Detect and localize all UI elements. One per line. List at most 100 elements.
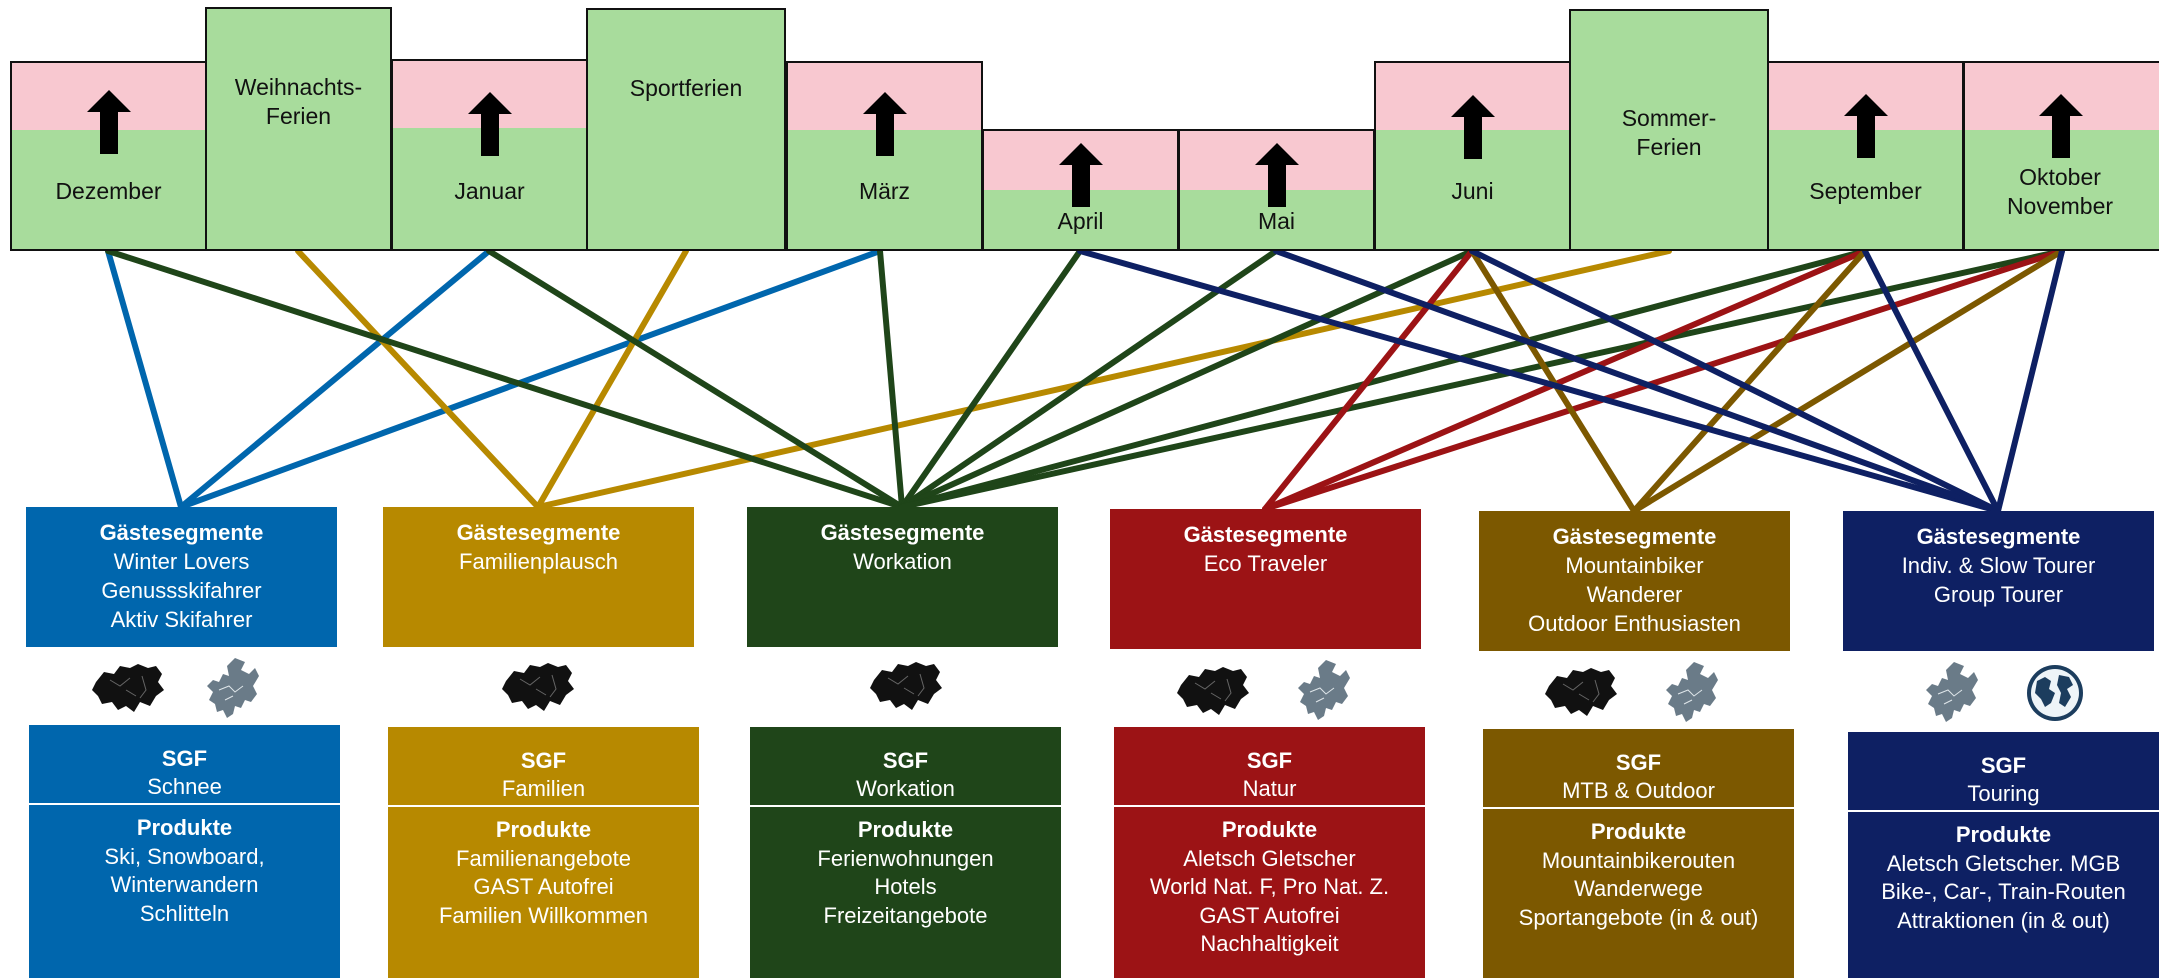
month-label: April <box>1057 208 1104 234</box>
product-item: Ferienwohnungen <box>817 845 994 871</box>
globe-icon <box>2027 665 2083 721</box>
products-heading: Produkte <box>1590 819 1687 844</box>
month-box-dezember: Dezember <box>10 61 207 251</box>
connection-line-september-touring <box>1862 248 2001 514</box>
segment-item: Mountainbiker <box>1565 553 1704 578</box>
month-label: Dezember <box>55 178 162 204</box>
month-box-oktober-november: Oktober November <box>1963 61 2159 251</box>
connection-line-mai-workation <box>899 248 1279 510</box>
connection-line-juni-outdoor <box>1469 248 1637 514</box>
connection-line-dezember-winter <box>105 248 184 510</box>
product-item: Familienangebote <box>456 845 631 871</box>
arrow-up-icon <box>1254 143 1299 207</box>
sgf-heading: SGF <box>520 748 567 773</box>
segment-heading: Gästesegmente <box>1552 524 1717 549</box>
sgf-name: Familien <box>501 776 586 801</box>
sgf-heading: SGF <box>1615 750 1662 775</box>
switzerland-map-icon <box>870 662 942 710</box>
connection-line-oktober-november-outdoor <box>1631 248 2065 514</box>
connection-line-sportferien-familien <box>535 248 689 510</box>
segment-box-outdoor: Gästesegmente Mountainbiker Wanderer Out… <box>1479 511 1790 651</box>
sgf-box-touring: SGF Touring Produkte Aletsch Gletscher. … <box>1848 732 2159 978</box>
segment-item: Outdoor Enthusiasten <box>1528 611 1741 636</box>
sgf-heading: SGF <box>1246 748 1293 773</box>
sgf-name: Workation <box>856 776 955 801</box>
arrow-up-icon <box>2039 94 2083 158</box>
month-box-april: April <box>982 129 1179 251</box>
connection-line-september-outdoor <box>1631 248 1868 514</box>
month-box-mai: Mai <box>1178 129 1375 251</box>
europe-map-icon <box>1926 662 1978 722</box>
sgf-name: Schnee <box>147 774 222 799</box>
connection-line-dezember-workation <box>105 248 905 510</box>
month-box-januar: Januar <box>391 59 588 251</box>
products-heading: Produkte <box>1955 822 2052 847</box>
segment-box-eco: Gästesegmente Eco Traveler <box>1110 509 1421 649</box>
connection-line-mai-touring <box>1273 248 2001 514</box>
products-heading: Produkte <box>1221 817 1318 842</box>
products-heading: Produkte <box>857 817 954 842</box>
switzerland-map-icon <box>92 664 164 712</box>
connection-line-oktober-november-workation <box>899 248 2065 510</box>
connection-line-maerz-workation <box>877 248 905 510</box>
month-label: Mai <box>1257 208 1296 234</box>
product-item: Familien Willkommen <box>438 902 649 928</box>
connection-line-oktober-november-touring <box>1995 248 2065 514</box>
segment-item: Familienplausch <box>459 549 618 574</box>
month-label-line: Oktober <box>2019 164 2101 190</box>
month-box-juni: Juni <box>1374 61 1571 251</box>
sgf-heading: SGF <box>161 746 208 771</box>
holiday-box-weihnachtsferien: Weihnachts- Ferien <box>205 7 392 251</box>
connection-line-sommerferien-familien <box>535 248 1672 510</box>
segment-box-familien: Gästesegmente Familienplausch <box>383 507 694 647</box>
segment-item: Group Tourer <box>1933 582 2064 607</box>
segment-heading: Gästesegmente <box>456 520 621 545</box>
connection-line-april-workation <box>899 248 1083 510</box>
holiday-label: Sportferien <box>629 75 743 101</box>
holiday-box-sportferien: Sportferien <box>586 8 786 251</box>
product-item: Aletsch Gletscher. MGB <box>1886 850 2121 876</box>
sgf-box-natur: SGF Natur Produkte Aletsch Gletscher Wor… <box>1114 727 1425 978</box>
arrow-up-icon <box>1450 95 1495 159</box>
sgf-name: MTB & Outdoor <box>1562 778 1715 803</box>
segment-item: Aktiv Skifahrer <box>110 607 253 632</box>
connection-line-juni-eco <box>1262 248 1475 512</box>
segment-heading: Gästesegmente <box>1183 522 1348 547</box>
month-label: März <box>858 178 911 204</box>
segment-heading: Gästesegmente <box>820 520 985 545</box>
segment-item: Workation <box>853 549 952 574</box>
product-item: Nachhaltigkeit <box>1200 931 1339 956</box>
month-label: Juni <box>1451 178 1494 204</box>
product-item: Hotels <box>874 874 937 899</box>
segment-item: Genussskifahrer <box>101 578 262 603</box>
arrow-up-icon <box>467 92 512 156</box>
product-item: Aletsch Gletscher <box>1183 845 1356 871</box>
segment-box-winter: Gästesegmente Winter Lovers Genussskifah… <box>26 507 337 647</box>
holiday-label-line: Sommer- <box>1621 105 1717 131</box>
segment-box-touring: Gästesegmente Indiv. & Slow Tourer Group… <box>1843 511 2154 651</box>
switzerland-map-icon <box>1545 668 1617 716</box>
product-item: Winterwandern <box>110 872 259 897</box>
sgf-box-familien: SGF Familien Produkte Familienangebote G… <box>388 727 699 978</box>
holiday-label-line: Ferien <box>1636 134 1702 160</box>
products-heading: Produkte <box>136 815 233 840</box>
connection-line-september-eco <box>1262 248 1868 512</box>
switzerland-map-icon <box>1177 667 1249 715</box>
connection-line-weihnachtsferien-familien <box>295 248 541 510</box>
europe-map-icon <box>1298 660 1350 720</box>
products-heading: Produkte <box>495 817 592 842</box>
sgf-box-mtb: SGF MTB & Outdoor Produkte Mountainbiker… <box>1483 729 1794 978</box>
product-item: Ski, Snowboard, <box>104 843 265 869</box>
connection-line-januar-workation <box>486 248 905 510</box>
segment-item: Wanderer <box>1586 582 1683 607</box>
sgf-name: Natur <box>1242 776 1297 801</box>
connection-line-april-touring <box>1077 248 2001 514</box>
sgf-heading: SGF <box>1980 753 2027 778</box>
product-item: GAST Autofrei <box>1199 902 1340 928</box>
product-item: Freizeitangebote <box>823 902 988 928</box>
connection-line-oktober-november-eco <box>1262 248 2065 512</box>
product-item: Attraktionen (in & out) <box>1897 907 2110 933</box>
month-box-maerz: März <box>786 61 983 251</box>
europe-map-icon <box>1666 662 1718 722</box>
